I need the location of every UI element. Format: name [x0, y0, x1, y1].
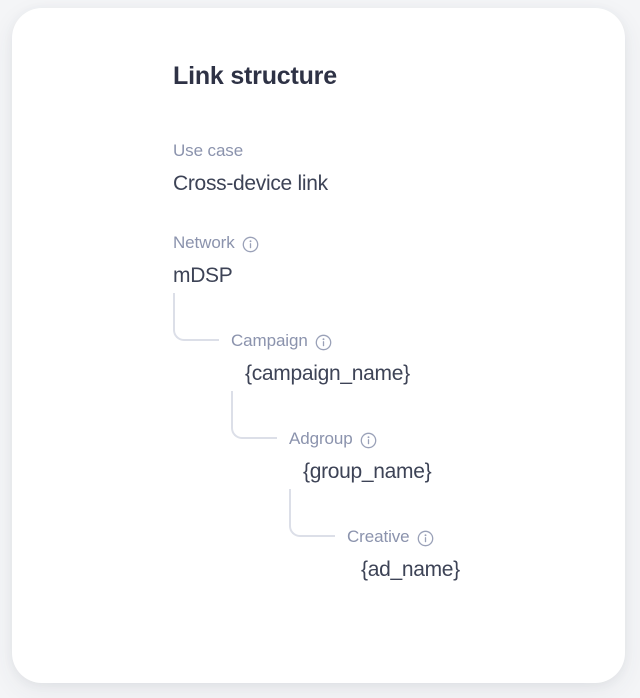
creative-label: Creative [347, 527, 410, 546]
adgroup-label-row: Adgroup [289, 427, 605, 451]
campaign-value: {campaign_name} [245, 362, 410, 385]
use-case-label: Use case [173, 141, 244, 160]
use-case-value: Cross-device link [173, 172, 328, 195]
field-creative: Creative {ad_name} [347, 525, 605, 584]
network-label: Network [173, 233, 235, 252]
field-campaign: Campaign {campaign_name} [231, 329, 605, 388]
creative-value: {ad_name} [361, 558, 460, 581]
info-circle-icon[interactable] [315, 334, 332, 351]
tree-elbow-campaign-icon [173, 293, 219, 341]
page-title: Link structure [173, 62, 337, 90]
field-adgroup: Adgroup {group_name} [289, 427, 605, 486]
info-circle-icon[interactable] [417, 530, 434, 547]
network-label-row: Network [173, 231, 605, 255]
tree-elbow-adgroup-icon [231, 391, 277, 439]
network-value: mDSP [173, 264, 233, 287]
adgroup-label: Adgroup [289, 429, 353, 448]
field-use-case: Use case Cross-device link [173, 139, 605, 198]
card-body: Link structure Use case Cross-device lin… [173, 60, 605, 683]
branch-creative: Creative {ad_name} [289, 489, 605, 584]
creative-label-row: Creative [347, 525, 605, 549]
use-case-label-row: Use case [173, 139, 605, 163]
branch-adgroup: Adgroup {group_name} [231, 391, 605, 584]
info-circle-icon[interactable] [242, 236, 259, 253]
campaign-label: Campaign [231, 331, 308, 350]
info-circle-icon[interactable] [360, 432, 377, 449]
field-network: Network mDSP [173, 231, 605, 290]
link-structure-card: Link structure Use case Cross-device lin… [12, 8, 625, 683]
tree-elbow-creative-icon [289, 489, 335, 537]
adgroup-value: {group_name} [303, 460, 432, 483]
campaign-label-row: Campaign [231, 329, 605, 353]
branch-campaign: Campaign {campaign_name} Ad [173, 293, 605, 584]
